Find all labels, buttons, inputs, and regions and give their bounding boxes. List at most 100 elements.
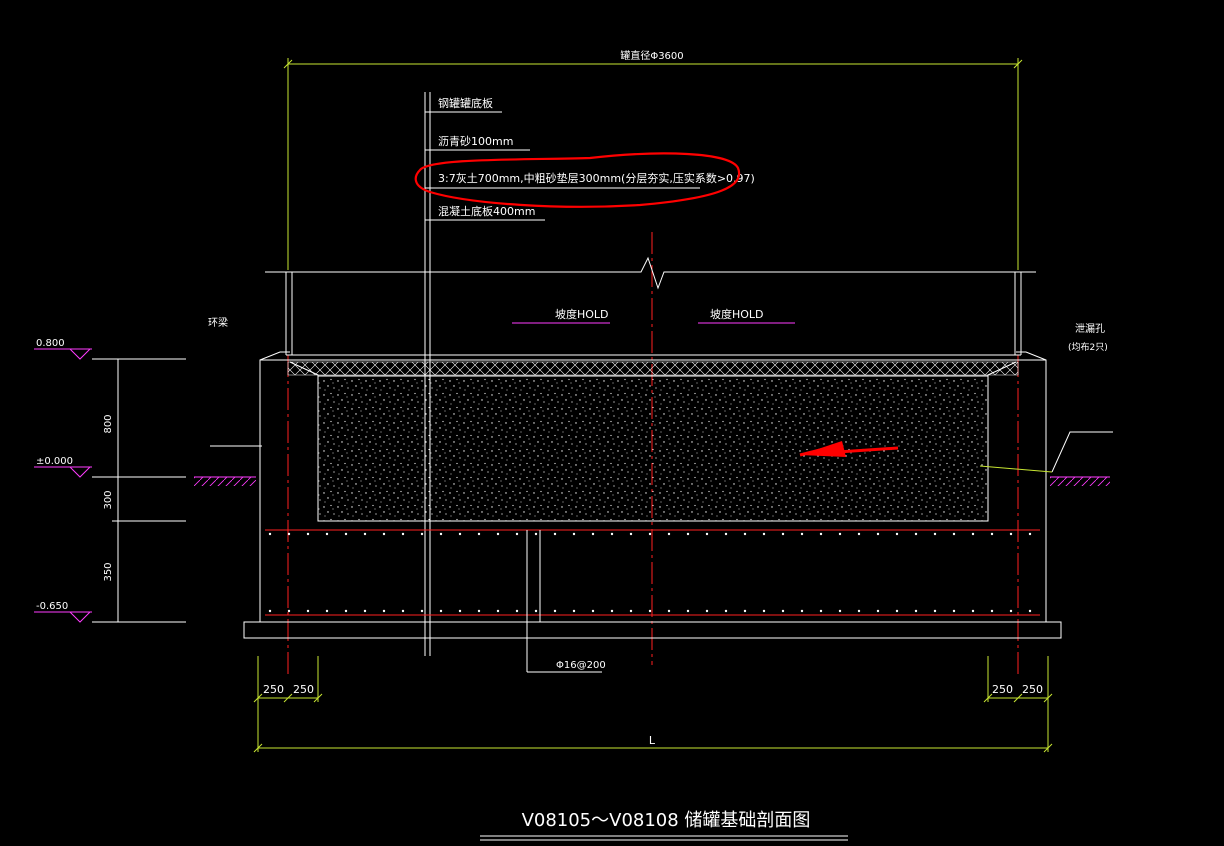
rebar-dot — [268, 609, 272, 613]
rebar-dot — [800, 532, 804, 536]
rebar-dot — [971, 609, 975, 613]
rebar-dot — [610, 609, 614, 613]
layer-label-lime-soil: 3:7灰土700mm,中粗砂垫层300mm(分层夯实,压实系数>0.97) — [438, 171, 755, 185]
rebar-dot — [914, 532, 918, 536]
rebar-dot — [895, 532, 899, 536]
rebar-dot — [705, 532, 709, 536]
hold-label-right: 坡度HOLD — [710, 307, 764, 321]
rebar-dot — [781, 532, 785, 536]
rebar-dot — [325, 609, 329, 613]
rebar-dot — [458, 532, 462, 536]
rebar-dot — [629, 609, 633, 613]
rebar-dot — [952, 609, 956, 613]
rebar-dot — [990, 609, 994, 613]
rebar-dot — [743, 532, 747, 536]
rebar-label: Φ16@200 — [556, 660, 606, 671]
rebar-dot — [724, 609, 728, 613]
asphalt-sand-layer — [287, 361, 1019, 376]
rebar-dot — [800, 609, 804, 613]
leak-hole-count: (均布2只) — [1068, 341, 1108, 353]
rebar-dot — [762, 609, 766, 613]
tank-shell — [265, 256, 1036, 356]
bottom-dimensions — [253, 656, 1053, 753]
rebar-dot — [667, 532, 671, 536]
rebar-dot — [971, 532, 975, 536]
rebar-dot — [629, 532, 633, 536]
rebar-dot — [667, 609, 671, 613]
vertical-dim-350: 350 — [103, 562, 114, 581]
elevation-bottom: -0.650 — [36, 601, 68, 612]
rebar-dot — [534, 609, 538, 613]
tank-diameter-dimension — [283, 58, 1023, 270]
layer-label-steel-bottom: 钢罐罐底板 — [438, 96, 493, 110]
rebar-dot — [838, 609, 842, 613]
rebar-dot — [382, 532, 386, 536]
ground-hatch-right — [1050, 477, 1110, 486]
tank-diameter-label: 罐直径Φ3600 — [620, 49, 683, 62]
rebar-dot — [458, 609, 462, 613]
rebar-dot — [477, 532, 481, 536]
rebar-dot — [496, 532, 500, 536]
rebar-dot — [610, 532, 614, 536]
rebar-dot — [895, 609, 899, 613]
rebar-dot — [420, 532, 424, 536]
rebar-dot — [439, 532, 443, 536]
elevation-zero: ±0.000 — [36, 456, 73, 467]
rebar-dot — [534, 532, 538, 536]
rebar-dot — [648, 609, 652, 613]
ground-hatch-left — [194, 477, 256, 486]
rebar-dot — [1028, 532, 1032, 536]
rebar-dot — [1028, 609, 1032, 613]
rebar-dot — [325, 532, 329, 536]
rebar-leader — [526, 530, 602, 673]
rebar-dot — [363, 609, 367, 613]
rebar-dot — [857, 609, 861, 613]
rebar-dot — [287, 532, 291, 536]
rebar-dot — [781, 609, 785, 613]
vertical-dim-300: 300 — [103, 490, 114, 509]
rebar-dot — [344, 532, 348, 536]
rebar-dot — [686, 609, 690, 613]
ring-beam-label: 环梁 — [208, 316, 228, 329]
rebar-dot — [933, 532, 937, 536]
rebar-dot — [762, 532, 766, 536]
rebar-dot — [515, 609, 519, 613]
bottom-dim-left-2: 250 — [293, 683, 314, 696]
rebar-dot — [344, 609, 348, 613]
red-annotation-arrow — [799, 441, 899, 457]
rebar-dot — [838, 532, 842, 536]
rebar-dot — [420, 609, 424, 613]
rebar-dot — [857, 532, 861, 536]
rebar-dots — [268, 532, 1032, 613]
leak-hole-label: 泄漏孔 — [1075, 322, 1105, 335]
rebar-dot — [515, 532, 519, 536]
rebar-dot — [439, 609, 443, 613]
rebar-dot — [572, 609, 576, 613]
rebar-dot — [686, 532, 690, 536]
rebar-top — [265, 529, 1040, 616]
rebar-dot — [1009, 609, 1013, 613]
rebar-dot — [591, 532, 595, 536]
elevation-marks — [34, 348, 92, 623]
rebar-dot — [496, 609, 500, 613]
rebar-dot — [477, 609, 481, 613]
rebar-dot — [363, 532, 367, 536]
rebar-dot — [306, 532, 310, 536]
rebar-dot — [268, 532, 272, 536]
rebar-dot — [952, 532, 956, 536]
rebar-dot — [553, 532, 557, 536]
rebar-dot — [401, 609, 405, 613]
bottom-dim-right-2: 250 — [1022, 683, 1043, 696]
rebar-dot — [572, 532, 576, 536]
rebar-dot — [591, 609, 595, 613]
rebar-dot — [1009, 532, 1013, 536]
bottom-dim-right-1: 250 — [992, 683, 1013, 696]
rebar-dot — [401, 532, 405, 536]
rebar-dot — [553, 609, 557, 613]
vertical-dim-800: 800 — [103, 414, 114, 433]
rebar-dot — [705, 609, 709, 613]
layer-label-asphalt-sand: 沥青砂100mm — [438, 135, 513, 148]
hold-label-left: 坡度HOLD — [555, 307, 609, 321]
rebar-dot — [287, 609, 291, 613]
